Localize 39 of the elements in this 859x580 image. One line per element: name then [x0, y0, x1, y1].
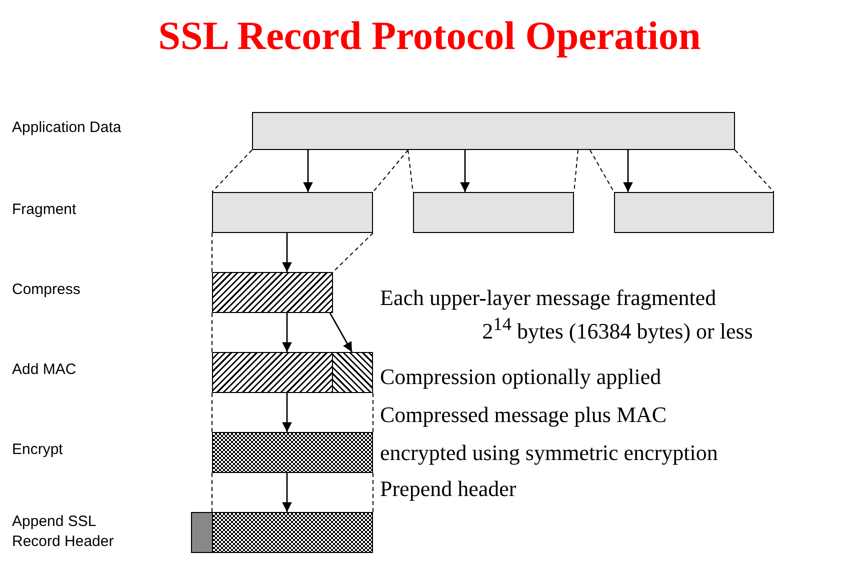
projection-line [734, 150, 774, 192]
row-label: Application Data [12, 118, 122, 138]
arrow [282, 393, 292, 432]
projection-line [372, 150, 408, 192]
row-label: Fragment [12, 200, 76, 220]
projection-line [590, 150, 614, 192]
header-bar [191, 512, 213, 553]
row-label: Encrypt [12, 440, 63, 460]
row-label: Append SSL Record Header [12, 512, 115, 552]
mac-bar [332, 352, 373, 393]
note-text: Prepend header [380, 476, 516, 502]
diagram-title: SSL Record Protocol Operation [157, 12, 702, 59]
arrow [282, 473, 292, 512]
compressed-bar [212, 272, 333, 313]
data-bar [252, 112, 735, 150]
fragment-bar [212, 192, 373, 233]
row-label: Compress [12, 280, 80, 300]
note-text: 2$^{14}$ bytes (16384 bytes) or less [481, 313, 754, 344]
encrypted-bar [212, 432, 373, 473]
arrow [303, 150, 313, 192]
arrow [623, 150, 633, 192]
arrow [329, 312, 353, 352]
projection-line [372, 392, 374, 432]
projection-line [408, 150, 414, 192]
note-text: Compression optionally applied [380, 364, 662, 390]
arrow [282, 233, 292, 272]
note-text: Each upper-layer message fragmented [380, 285, 716, 311]
row-label: Add MAC [12, 360, 76, 380]
projection-line [212, 150, 252, 192]
fragment-bar [413, 192, 574, 233]
note-text: encrypted using symmetric encryption [380, 440, 718, 466]
arrow [460, 150, 470, 192]
projection-line [372, 472, 374, 512]
encrypted-bar [212, 512, 373, 553]
fragment-bar [614, 192, 774, 233]
compressed-bar [212, 352, 333, 393]
note-text: Compressed message plus MAC [380, 402, 667, 428]
arrow [282, 313, 292, 352]
projection-line [332, 232, 374, 272]
